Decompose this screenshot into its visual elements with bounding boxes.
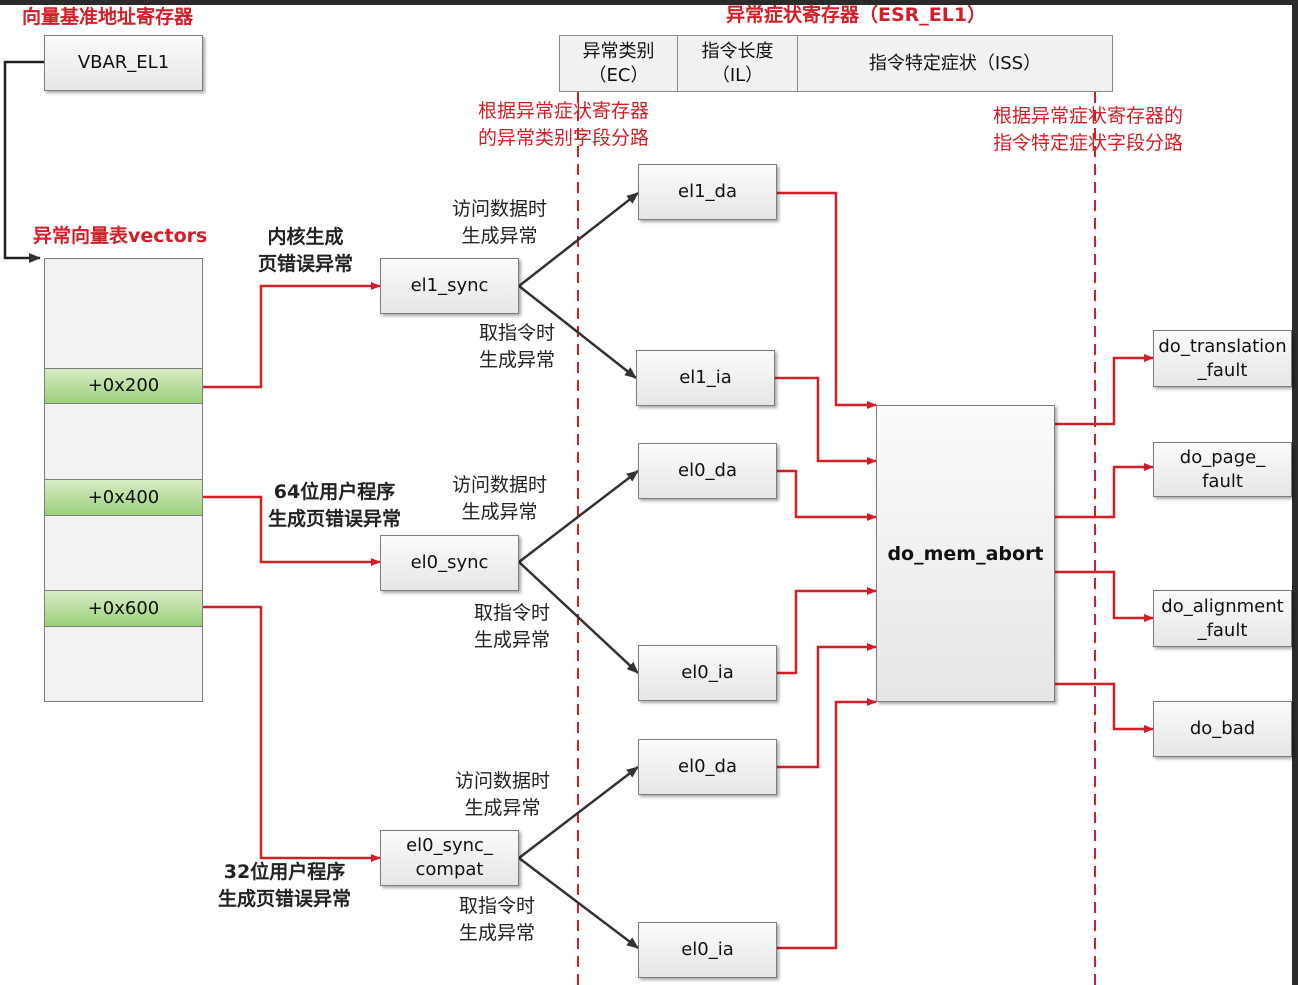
el1-ia-to-abort: [775, 376, 877, 465]
user64-fault-label: 64位用户程序 生成页错误异常: [268, 481, 402, 530]
vector-slot: [44, 627, 203, 702]
do-mem-abort-box: do_mem_abort: [876, 405, 1055, 702]
abort-to-page-fault: [1055, 463, 1154, 519]
el0-sync-to-el0-da: [518, 470, 639, 563]
el0-da2-to-abort: [777, 643, 877, 769]
el0-da-to-abort: [777, 469, 877, 521]
esr-field-ec: 异常类别 （EC）: [559, 35, 678, 92]
do-bad-box: do_bad: [1153, 701, 1292, 757]
kernel-fault-label: 内核生成 页错误异常: [258, 226, 354, 275]
el0-da-box: el0_da: [638, 443, 777, 499]
vector-slot: [44, 516, 203, 590]
el0-sync-compat-box: el0_sync_ compat: [380, 830, 519, 886]
offset-600-to-el0-sync-compat: [203, 605, 381, 862]
ec-split-note: 根据异常症状寄存器 的异常类别字段分路: [478, 100, 650, 149]
el1-da-to-abort: [777, 191, 877, 409]
el0-ia2-to-abort: [777, 698, 877, 950]
vbar-title: 向量基准地址寄存器: [22, 6, 194, 28]
abort-to-do-bad: [1055, 682, 1154, 733]
el0-ia-compat-box: el0_ia: [638, 922, 777, 978]
el1-sync-to-el1-da: [518, 192, 639, 287]
el0-ia-box: el0_ia: [638, 645, 777, 701]
inst-fetch-label: 取指令时 生成异常: [474, 602, 551, 651]
data-access-label: 访问数据时 生成异常: [452, 474, 548, 523]
abort-to-alignment-fault: [1055, 570, 1154, 622]
el0-ia-to-abort: [777, 587, 877, 675]
esr-title: 异常症状寄存器（ESR_EL1）: [726, 4, 987, 26]
do-alignment-fault-box: do_alignment _fault: [1153, 590, 1292, 647]
vector-slot: [44, 404, 203, 479]
abort-to-translation-fault: [1055, 354, 1154, 426]
offset-200-to-el1-sync: [203, 282, 381, 389]
vector-slot: [44, 258, 203, 368]
esr-field-iss: 指令特定症状（ISS）: [797, 35, 1113, 92]
offset-400-to-el0-sync: [203, 495, 381, 566]
el1-sync-box: el1_sync: [380, 258, 519, 314]
inst-fetch-label: 取指令时 生成异常: [479, 322, 556, 371]
vbar-to-vectors-arrow: [3, 60, 44, 263]
window-right-edge: [1292, 0, 1298, 985]
el0-sync-box: el0_sync: [380, 535, 519, 591]
el1-da-box: el1_da: [638, 164, 777, 220]
vector-offset-0x200: +0x200: [44, 368, 203, 404]
do-page-fault-box: do_page_ fault: [1153, 442, 1292, 497]
vector-offset-0x400: +0x400: [44, 479, 203, 516]
vbar-el1-register: VBAR_EL1: [44, 35, 203, 91]
el1-sync-to-el1-ia: [518, 285, 637, 379]
el0-compat-to-el0-da: [518, 766, 639, 859]
user32-fault-label: 32位用户程序 生成页错误异常: [218, 861, 352, 910]
vector-offset-0x600: +0x600: [44, 590, 203, 627]
inst-fetch-label: 取指令时 生成异常: [459, 895, 536, 944]
el1-ia-box: el1_ia: [636, 350, 775, 406]
esr-field-il: 指令长度 （IL）: [677, 35, 798, 92]
window-top-edge: [0, 0, 1298, 5]
do-translation-fault-box: do_translation _fault: [1153, 330, 1292, 387]
data-access-label: 访问数据时 生成异常: [455, 770, 551, 819]
data-access-label: 访问数据时 生成异常: [452, 198, 548, 247]
el0-compat-to-el0-ia: [518, 857, 639, 949]
el0-sync-to-el0-ia: [518, 561, 639, 674]
iss-split-note: 根据异常症状寄存器的 指令特定症状字段分路: [993, 105, 1184, 154]
el0-da-compat-box: el0_da: [638, 739, 777, 795]
vectors-title: 异常向量表vectors: [33, 225, 208, 247]
